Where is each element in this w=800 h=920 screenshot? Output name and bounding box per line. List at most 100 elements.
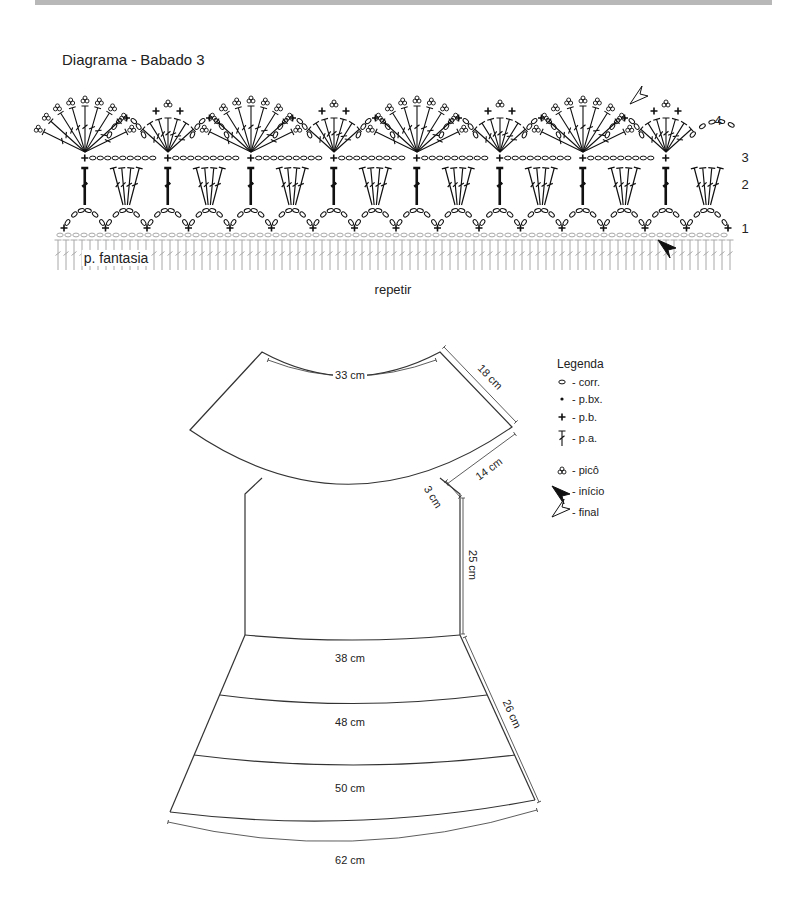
chain-stitch [521, 233, 527, 237]
double-crochet [191, 240, 198, 270]
double-crochet [367, 240, 374, 270]
chain-stitch [617, 233, 623, 237]
single-crochet [268, 225, 275, 232]
chain-stitch [353, 233, 359, 237]
chain-stitch [241, 233, 247, 237]
chain-stitch [449, 233, 455, 237]
chain-stitch [473, 233, 479, 237]
double-crochet [462, 167, 475, 205]
double-crochet [367, 168, 374, 205]
chain-stitch [550, 123, 557, 130]
double-crochet [247, 168, 254, 205]
chain-stitch [292, 208, 299, 213]
double-crochet [247, 240, 254, 270]
picot [296, 125, 300, 129]
chain-stitch [534, 208, 541, 213]
double-crochet [231, 240, 238, 270]
chain-stitch [548, 211, 555, 218]
chain-stitch [337, 233, 343, 237]
double-crochet [251, 119, 288, 152]
chain-stitch [452, 156, 458, 160]
double-crochet [559, 431, 566, 446]
double-crochet [579, 168, 586, 205]
single-crochet [144, 225, 151, 232]
chain-stitch [316, 156, 322, 160]
chain-stitch [301, 156, 307, 160]
chain-stitch [147, 219, 154, 226]
chain-stitch [194, 123, 201, 130]
single-crochet [343, 108, 350, 115]
double-crochet [81, 168, 88, 205]
double-crochet [503, 240, 510, 270]
chain-stitch [527, 211, 534, 218]
single-crochet [227, 225, 234, 232]
picot [462, 125, 466, 129]
legend-heading: Legenda [557, 358, 604, 372]
chain-stitch [465, 233, 471, 237]
picot [567, 98, 571, 102]
skirt-left [170, 635, 245, 812]
double-crochet [616, 168, 623, 205]
double-crochet [695, 240, 702, 270]
single-crochet [434, 225, 441, 232]
chain-stitch [230, 219, 237, 226]
chain-stitch [589, 211, 596, 218]
single-crochet [330, 155, 337, 162]
skirt-tier-line [194, 755, 515, 765]
chain-stitch [593, 233, 599, 237]
chain-stitch [472, 219, 479, 226]
skirt-hem [170, 800, 535, 821]
double-crochet [727, 240, 734, 270]
chain-stitch [153, 233, 159, 237]
chain-stitch [340, 211, 347, 218]
chain-stitch [433, 233, 439, 237]
chain-stitch [180, 156, 186, 160]
chain-stitch [597, 219, 604, 226]
double-crochet [639, 240, 646, 270]
chain-stitch [417, 233, 423, 237]
double-crochet [519, 240, 526, 270]
chain-stitch [652, 211, 659, 218]
single-crochet [289, 115, 296, 122]
picot [36, 125, 40, 129]
chain-stitch [327, 208, 334, 213]
chain-stitch [376, 156, 382, 160]
picot [44, 113, 48, 117]
double-crochet [647, 240, 654, 270]
chain-stitch [64, 219, 71, 226]
picot [166, 100, 170, 104]
chain-stitch [529, 233, 535, 237]
double-crochet [471, 240, 478, 270]
chain-stitch [286, 156, 292, 160]
picot [609, 104, 613, 108]
double-crochet [159, 240, 166, 270]
picot [560, 467, 564, 471]
chain-stitch [306, 131, 312, 138]
chain-stitch [409, 233, 415, 237]
legend-text: - início [572, 485, 604, 498]
picot [401, 98, 405, 102]
picot [581, 96, 585, 100]
double-crochet [679, 240, 686, 270]
chain-stitch [438, 131, 444, 138]
chain-stitch [308, 156, 314, 160]
double-crochet [401, 107, 417, 152]
chain-stitch [555, 219, 562, 226]
chain-stitch [700, 208, 707, 213]
chain-stitch [569, 233, 575, 237]
chain-stitch [423, 211, 430, 218]
chain-stitch [713, 233, 719, 237]
chain-stitch [225, 156, 231, 160]
chain-stitch [89, 233, 95, 237]
chain-stitch [429, 156, 435, 160]
legend-text: - p.bx. [572, 393, 603, 406]
chain-stitch [481, 233, 487, 237]
double-crochet [147, 121, 168, 152]
double-crochet [351, 240, 358, 270]
double-crochet [207, 240, 214, 270]
chain-stitch [609, 123, 616, 130]
chain-stitch [559, 380, 565, 384]
chain-stitch [354, 156, 360, 160]
chain-stitch [182, 219, 189, 226]
